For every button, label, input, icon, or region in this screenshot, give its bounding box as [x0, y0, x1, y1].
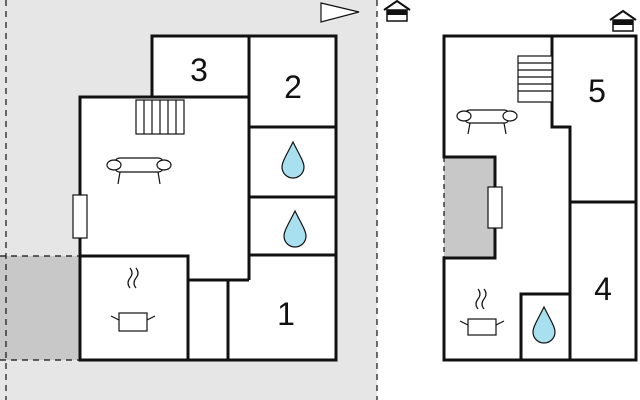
- terrace-dashed-border: [0, 255, 80, 361]
- north-arrow-icon: [320, 2, 360, 23]
- stairs-icon: [135, 99, 185, 135]
- cooking-pot-icon: [459, 288, 505, 336]
- window-icon: [487, 186, 503, 229]
- house-entrance-icon: [609, 9, 637, 32]
- room-label-1: 1: [277, 296, 295, 332]
- room-label-4: 4: [594, 271, 612, 307]
- water-drop-icon: [283, 209, 307, 248]
- right-recess: [444, 157, 495, 258]
- room-label-3: 3: [190, 52, 208, 88]
- left-interior-walls: [80, 36, 336, 360]
- cooking-pot-icon: [110, 267, 156, 332]
- terrace-area: [0, 256, 80, 360]
- water-drop-icon: [281, 140, 305, 179]
- sofa-icon: [456, 109, 518, 135]
- stairs-icon: [517, 55, 553, 103]
- sofa-icon: [106, 157, 172, 185]
- room-label-2: 2: [284, 69, 302, 105]
- room-label-5: 5: [588, 73, 606, 109]
- water-drop-icon: [532, 305, 556, 344]
- window-icon: [72, 194, 88, 239]
- house-entrance-icon: [383, 0, 411, 22]
